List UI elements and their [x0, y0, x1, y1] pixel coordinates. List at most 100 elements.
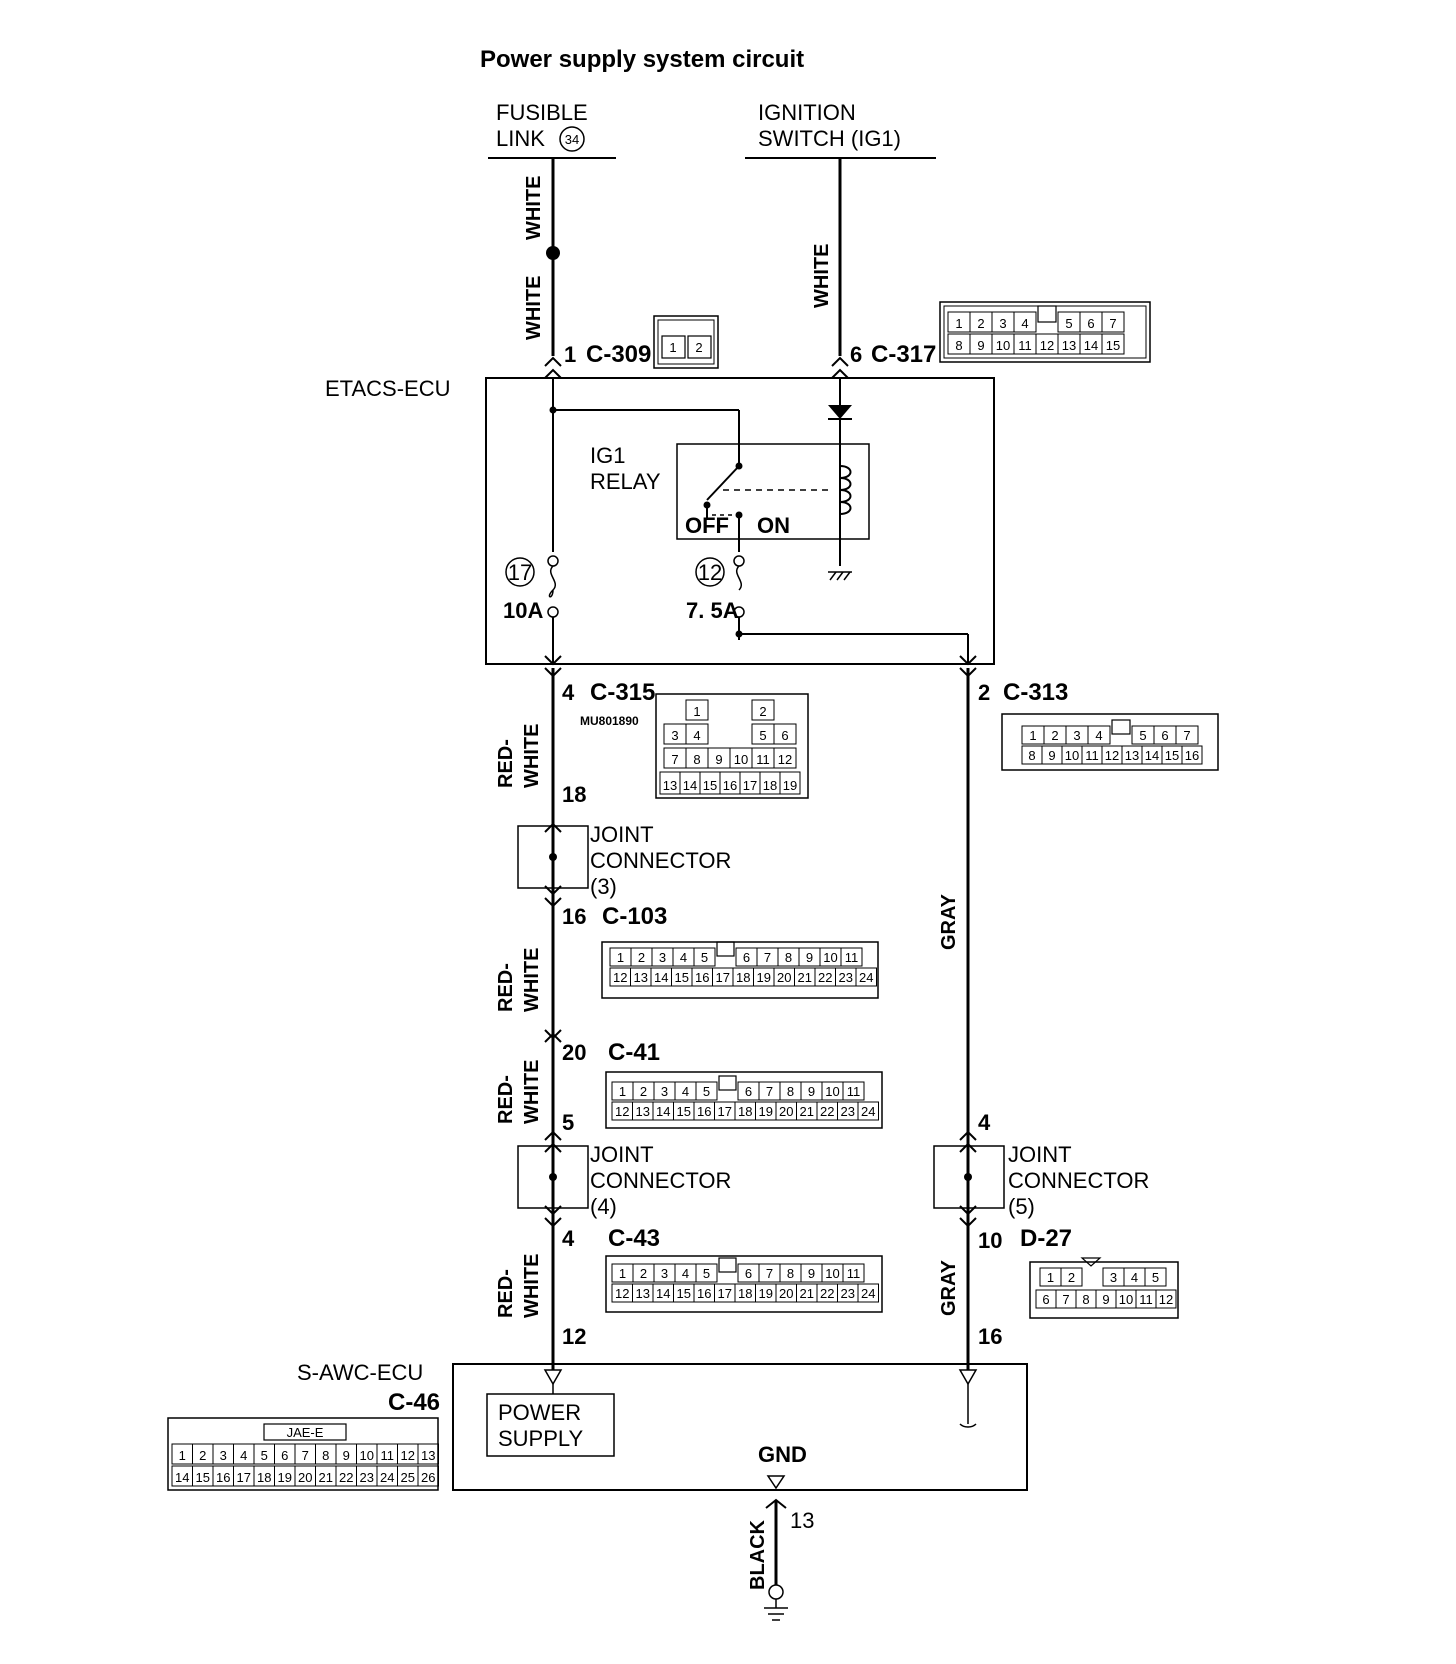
c46cells-pin-label: 13	[421, 1448, 435, 1463]
wire-label-red-1b: WHITE	[521, 724, 543, 788]
relay-label-2: RELAY	[590, 469, 661, 494]
c313cells-pin-label: 3	[1073, 728, 1080, 743]
wire-label-black: BLACK	[747, 1519, 769, 1590]
ground-icon	[764, 1584, 788, 1621]
c46cells-pin-label: 3	[220, 1448, 227, 1463]
c103cells-pin-label: 18	[736, 970, 750, 985]
c313cells-pin-label: 5	[1139, 728, 1146, 743]
c313cells-pin-label: 9	[1048, 748, 1055, 763]
c315cells-pin-label: 13	[663, 778, 677, 793]
jc4-label-3: (4)	[590, 1194, 617, 1219]
jc3-label-2: CONNECTOR	[590, 848, 731, 873]
c315cells-pin-label: 19	[783, 778, 797, 793]
c41cells-pin-label: 12	[615, 1104, 629, 1119]
c46cells-pin-label: 2	[199, 1448, 206, 1463]
c315cells-cell	[685, 699, 709, 721]
c41cells-pin-label: 13	[636, 1104, 650, 1119]
c103cells-pin-label: 12	[613, 970, 627, 985]
c103cells-pin-label: 8	[785, 950, 792, 965]
jc3-label-3: (3)	[590, 874, 617, 899]
c103cells-pin-label: 7	[764, 950, 771, 965]
c41cells-cell	[857, 1101, 879, 1121]
c43cells-pin-label: 8	[787, 1266, 794, 1281]
jc3-label-1: JOINT	[590, 822, 654, 847]
c46cells-pin-label: 4	[240, 1448, 247, 1463]
d27cells-cell	[1082, 1268, 1103, 1286]
c313cells-cell	[1175, 725, 1199, 745]
c43cells-pin-label: 24	[861, 1286, 875, 1301]
c315cells-cell	[708, 724, 730, 744]
c313cells-pin-label: 15	[1165, 748, 1179, 763]
c46cells-pin-label: 20	[298, 1470, 312, 1485]
c46cells-pin-label: 17	[237, 1470, 251, 1485]
c46cells-pin-label: 5	[261, 1448, 268, 1463]
joint-connector-3	[517, 822, 589, 908]
power-supply-label-2: SUPPLY	[498, 1426, 584, 1451]
fuse-12-icon	[695, 555, 745, 618]
c41cells-pin-label: 11	[847, 1084, 861, 1099]
c43cells-pin-label: 23	[841, 1286, 855, 1301]
wire-label-red-4b: WHITE	[521, 1254, 543, 1318]
c315cells-pin-label: 10	[734, 752, 748, 767]
c46cells-pin-label: 9	[343, 1448, 350, 1463]
c46cells-pin-label: 15	[196, 1470, 210, 1485]
c317cells-pin-label: 9	[977, 338, 984, 353]
c103cells-pin-label: 20	[777, 970, 791, 985]
pin-gnd: 13	[790, 1508, 814, 1533]
wire-label-red-1a: RED-	[495, 739, 517, 788]
c43cells-pin-label: 11	[847, 1266, 861, 1281]
gnd-connector-arrow	[765, 1498, 787, 1520]
wire-label-red-2a: RED-	[495, 963, 517, 1012]
relay-off-label: OFF	[685, 513, 729, 538]
c41cells-pin-label: 20	[779, 1104, 793, 1119]
jc5-label-1: JOINT	[1008, 1142, 1072, 1167]
connector-id-c43: C-43	[608, 1225, 660, 1252]
c41cells-pin-label: 9	[808, 1084, 815, 1099]
c41cells-cell	[695, 1081, 718, 1101]
d27cells-pin-label: 5	[1152, 1270, 1159, 1285]
c317cells-pin-label: 4	[1021, 316, 1028, 331]
c43cells-pin-label: 19	[759, 1286, 773, 1301]
c315cells-cell	[685, 723, 709, 745]
d27cells-pin-label: 6	[1042, 1292, 1049, 1307]
c43cells-pin-label: 9	[808, 1266, 815, 1281]
wire-label-red-white-1: RED- WHITE	[495, 724, 543, 788]
etacs-ecu-box	[485, 377, 995, 665]
relay-label-1: IG1	[590, 443, 625, 468]
c313cells-pin-label: 4	[1095, 728, 1102, 743]
c315cells-pin-label: 11	[756, 752, 770, 767]
c46cells-pin-label: 7	[302, 1448, 309, 1463]
c43cells-cell	[695, 1263, 718, 1283]
c46cells-pin-label: 23	[360, 1470, 374, 1485]
c313cells-key	[1111, 719, 1131, 735]
c315cells-cell	[773, 723, 797, 745]
c41cells-pin-label: 6	[745, 1084, 752, 1099]
c43cells-pin-label: 21	[800, 1286, 814, 1301]
relay-on-label: ON	[757, 513, 790, 538]
c317cells-pin-label: 10	[996, 338, 1010, 353]
c313cells-pin-label: 1	[1029, 728, 1036, 743]
fusible-link-source: FUSIBLE LINK 34	[488, 100, 616, 159]
c41cells-pin-label: 2	[640, 1084, 647, 1099]
c46cells-pin-label: 8	[322, 1448, 329, 1463]
c315cells-cell	[774, 700, 796, 720]
c313cells-cell	[1181, 745, 1203, 765]
c103cells-pin-label: 5	[701, 950, 708, 965]
pin-c315-b: 18	[562, 782, 586, 807]
jc5-label-3: (5)	[1008, 1194, 1035, 1219]
c103cells-pin-label: 21	[798, 970, 812, 985]
pin-c43-b: 12	[562, 1324, 586, 1349]
c317cells-pin-label: 15	[1106, 338, 1120, 353]
c43cells-cell	[842, 1263, 865, 1283]
d27cells-cell	[1144, 1267, 1167, 1287]
d27cells-pin-label: 12	[1159, 1292, 1173, 1307]
c46cells-pin-label: 26	[421, 1470, 435, 1485]
c103cells-pin-label: 6	[743, 950, 750, 965]
c103cells-cell	[840, 947, 863, 967]
c315cells-pin-label: 17	[743, 778, 757, 793]
fuse-12-rating: 7. 5A	[686, 598, 739, 623]
connector-c309-diagram: 1 2	[653, 315, 719, 369]
